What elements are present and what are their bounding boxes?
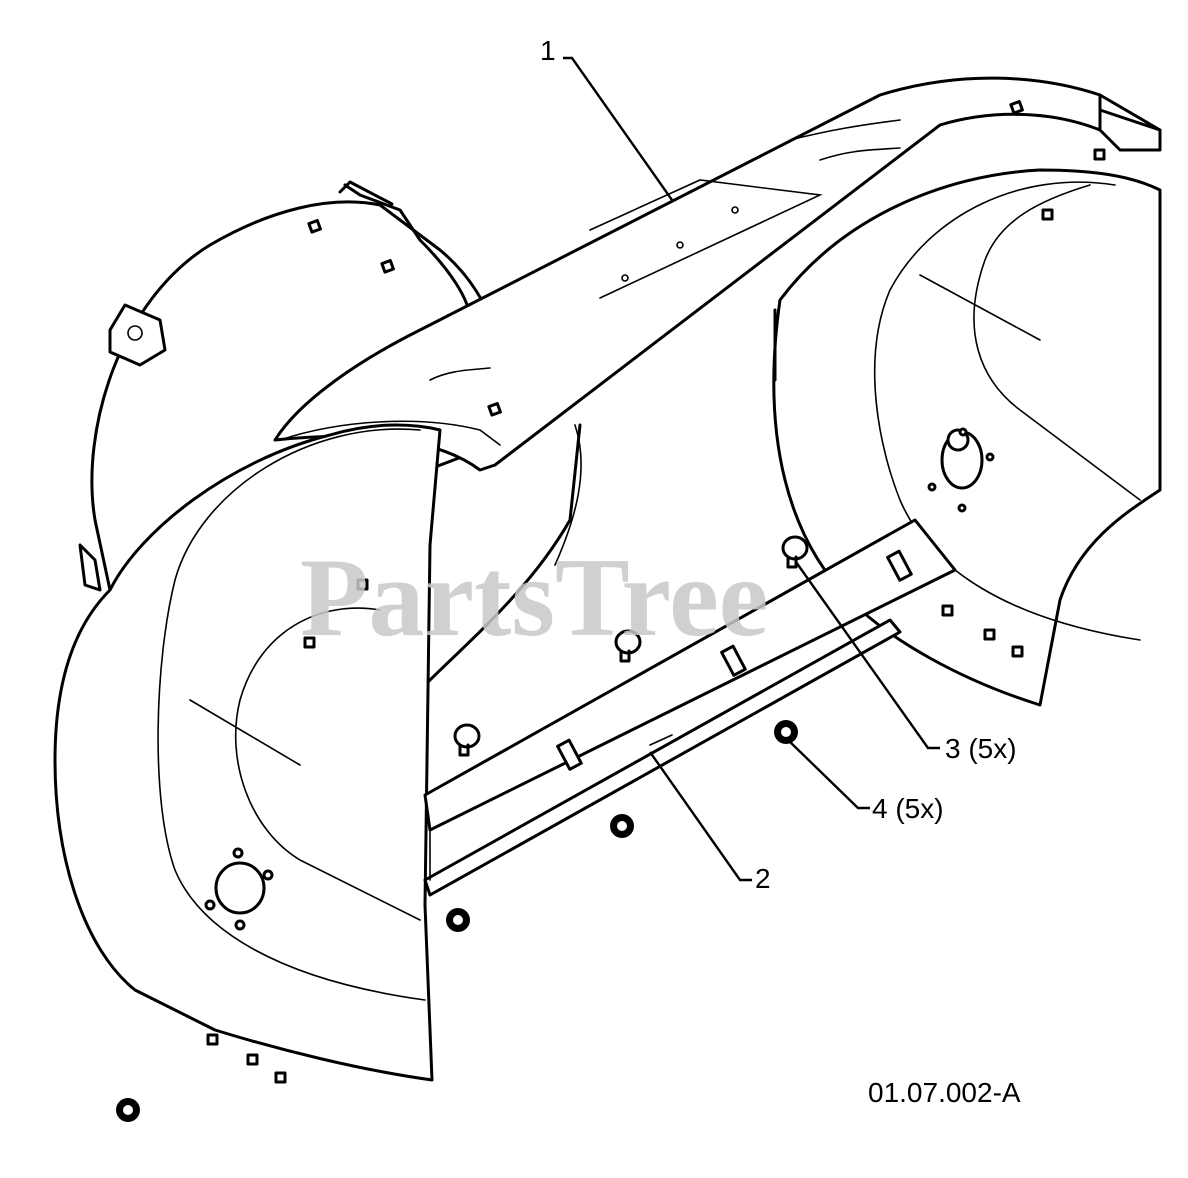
callout-2-leader	[649, 751, 752, 882]
callout-3-leader	[795, 561, 940, 750]
callout-4-label: 4 (5x)	[872, 793, 944, 824]
callout-4-leader	[787, 739, 870, 810]
diagram-reference-code: 01.07.002-A	[868, 1077, 1021, 1108]
callout-3-label: 3 (5x)	[945, 733, 1017, 764]
callout-1-leader	[563, 56, 673, 201]
carriage-bolt-part	[453, 535, 809, 757]
watermark: PartsTree	[300, 536, 769, 660]
hex-nut-part	[116, 720, 798, 1122]
callout-2-label: 2	[755, 863, 771, 894]
callout-1-label: 1	[540, 35, 556, 66]
